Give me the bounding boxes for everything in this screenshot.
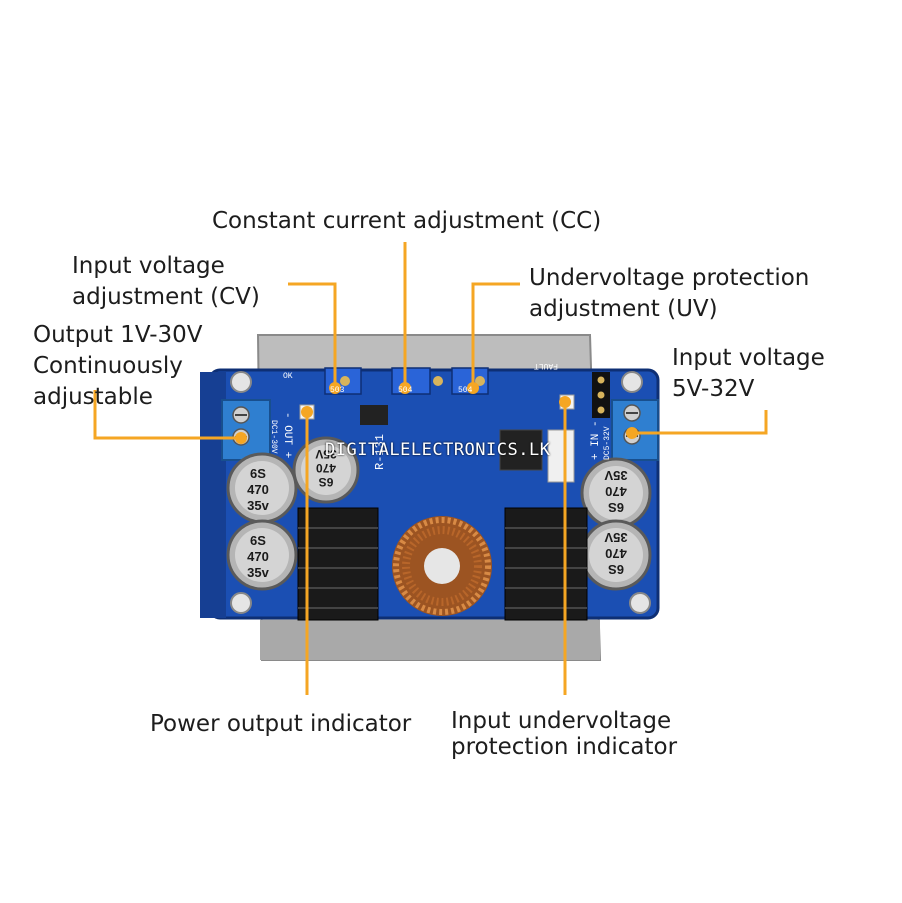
svg-text:470: 470 <box>605 546 627 561</box>
label-power-indicator: Power output indicator <box>150 711 412 737</box>
pot-cv-marking: 503 <box>330 386 345 395</box>
capacitor-text-left-bottom: 6S 470 35v <box>247 533 269 580</box>
small-ic <box>360 405 388 425</box>
capacitor-text-left-top: 6S 470 35v <box>247 466 269 513</box>
svg-text:35V: 35V <box>315 447 336 461</box>
label-output-line3: adjustable <box>33 384 153 410</box>
base-plate-edge <box>260 620 600 660</box>
heatsink-right <box>504 507 588 621</box>
callout-output <box>93 390 241 440</box>
svg-text:6S: 6S <box>608 562 624 577</box>
potentiometer-cv <box>324 367 362 395</box>
capacitor-right-top <box>580 457 652 529</box>
capacitor-text-center: 6S 470 35V <box>315 447 336 489</box>
capacitor-text-right-top: 6S 470 35V <box>604 468 627 515</box>
svg-text:470: 470 <box>316 461 336 475</box>
svg-text:6S: 6S <box>250 533 266 548</box>
watermark: DIGITALELECTRONICS.LK <box>325 440 551 460</box>
label-uv-indicator-line1: Input undervoltage <box>451 708 672 734</box>
svg-text:35v: 35v <box>247 498 269 513</box>
pot-uv-marking: 504 <box>458 386 473 395</box>
controller-ic <box>499 429 543 471</box>
board-model: R-131 <box>373 434 387 470</box>
callout-input <box>632 410 768 435</box>
svg-text:470: 470 <box>247 482 269 497</box>
svg-text:470: 470 <box>247 549 269 564</box>
capacitor-center <box>292 436 360 504</box>
toroid-inductor <box>392 516 492 616</box>
svg-text:470: 470 <box>605 484 627 499</box>
svg-text:35V: 35V <box>604 468 627 483</box>
board-in-sub: DC5-32V <box>603 426 612 460</box>
svg-text:6S: 6S <box>250 466 266 481</box>
callout-cv <box>288 282 337 388</box>
board-fault: FAULT <box>534 361 558 370</box>
label-input-line1: Input voltage <box>672 345 825 371</box>
board-out-sub: DC1-30V <box>269 420 278 454</box>
svg-text:6S: 6S <box>608 500 624 515</box>
board-out-marking: - OUT + <box>281 412 293 458</box>
capacitor-text-right-bottom: 6S 470 35V <box>604 530 627 577</box>
label-cv-line1: Input voltage <box>72 253 225 279</box>
potentiometer-cc <box>391 367 443 395</box>
board-in-marking: + IN - <box>590 420 602 460</box>
label-input-line2: 5V-32V <box>672 376 755 402</box>
callout-lines <box>93 242 768 695</box>
capacitor-left-bottom <box>226 519 298 591</box>
label-uv-indicator-line2: protection indicator <box>451 734 678 760</box>
label-cv-line2: adjustment (CV) <box>72 284 260 310</box>
capacitor-right-bottom <box>580 519 652 591</box>
label-uv-line2: adjustment (UV) <box>529 296 718 322</box>
board-ok: OK <box>283 372 293 381</box>
svg-text:6S: 6S <box>319 475 334 489</box>
mounting-holes <box>230 371 651 614</box>
label-output-line2: Continuously <box>33 353 183 379</box>
pot-cc-marking: 504 <box>398 386 413 395</box>
svg-text:35V: 35V <box>604 530 627 545</box>
svg-text:35v: 35v <box>247 565 269 580</box>
callout-uv <box>471 282 520 388</box>
heatsink-left <box>297 507 379 621</box>
header-pins <box>592 372 610 418</box>
label-output-line1: Output 1V-30V <box>33 322 203 348</box>
label-cc: Constant current adjustment (CC) <box>212 208 602 234</box>
label-uv-line1: Undervoltage protection <box>529 265 810 291</box>
output-terminal-block <box>221 399 271 461</box>
connector-white <box>547 429 575 483</box>
callout-dots <box>235 382 638 444</box>
